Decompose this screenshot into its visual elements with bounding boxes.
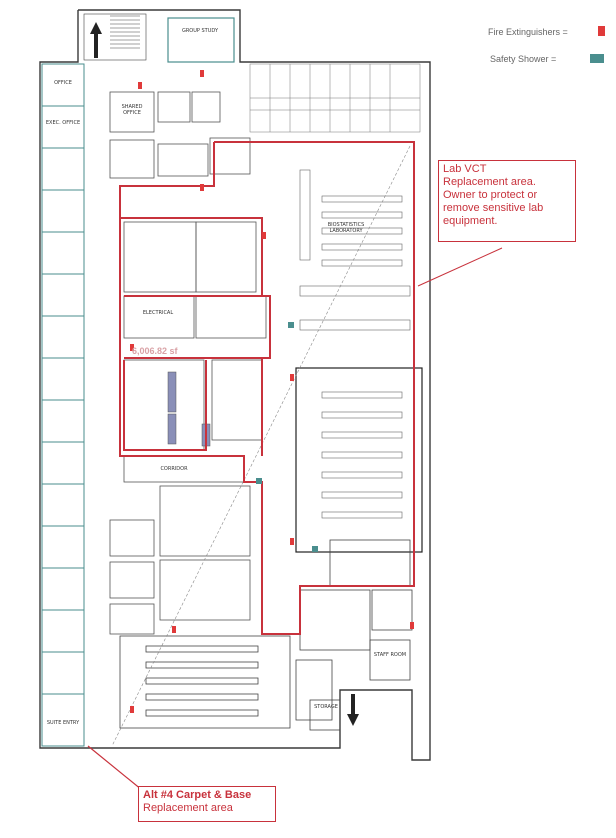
lower-right-rooms: [299, 539, 413, 681]
room-label-lab: BIOSTATISTICS LABORATORY: [327, 222, 365, 234]
legend-extinguisher-icon: [598, 26, 605, 36]
room-label-exec-office: EXEC. OFFICE: [45, 120, 81, 126]
room-label-electrical: ELECTRICAL: [142, 310, 174, 316]
diagonal-grid-line: [111, 145, 411, 747]
upper-office-block: [109, 91, 251, 179]
room-label-office: OFFICE: [54, 80, 72, 86]
room-label-staff-room: STAFF ROOM: [373, 652, 407, 658]
room-label-shared-office: SHARED OFFICE: [121, 104, 143, 116]
lab-vct-callout-line1: Lab VCT: [443, 163, 487, 175]
lab-vct-callout-line2: Replacement area.: [443, 176, 536, 188]
lab-vct-callout-line3: Owner to protect or: [443, 189, 538, 201]
left-office-column: [41, 63, 85, 747]
lab-benches-upper: [299, 169, 411, 331]
legend-shower-icon: [590, 54, 604, 63]
alt4-callout-line1: Alt #4 Carpet & Base: [143, 789, 252, 801]
lab-vct-callout-line5: equipment.: [443, 215, 498, 227]
room-label-group-study: GROUP STUDY: [181, 28, 219, 34]
cubicle-grid: [249, 63, 421, 133]
room-label-corridor: CORRIDOR: [160, 466, 188, 472]
room-label-storage: STORAGE: [314, 704, 338, 710]
alt4-carpet-outline: [87, 745, 143, 791]
legend-fire-extinguishers-label: Fire Extinguishers =: [488, 27, 568, 37]
lab-callout-leader: [417, 247, 503, 287]
south-arrow-icon: [347, 694, 359, 726]
group-study-room: [167, 17, 235, 63]
safety-shower-icons: [256, 322, 318, 552]
north-arrow-icon: [90, 22, 102, 58]
lab-benches-lower: [295, 367, 423, 553]
stair-top: [83, 13, 147, 61]
legend-safety-shower-label: Safety Shower =: [490, 54, 557, 64]
lab-vct-callout-line4: remove sensitive lab: [443, 202, 544, 214]
area-square-footage: 6,006.82 sf: [132, 346, 178, 356]
alt4-callout: Alt #4 Carpet & Base Replacement area: [138, 786, 276, 822]
fire-extinguisher-icons: [130, 70, 414, 713]
building-outline: [39, 9, 431, 761]
lab-vct-callout: Lab VCT Replacement area. Owner to prote…: [438, 160, 576, 242]
alt4-callout-line2: Replacement area: [143, 802, 233, 814]
conference-room: [119, 635, 341, 731]
lower-office-block: [109, 485, 251, 635]
room-label-suite-entry: SUITE ENTRY: [46, 720, 80, 726]
